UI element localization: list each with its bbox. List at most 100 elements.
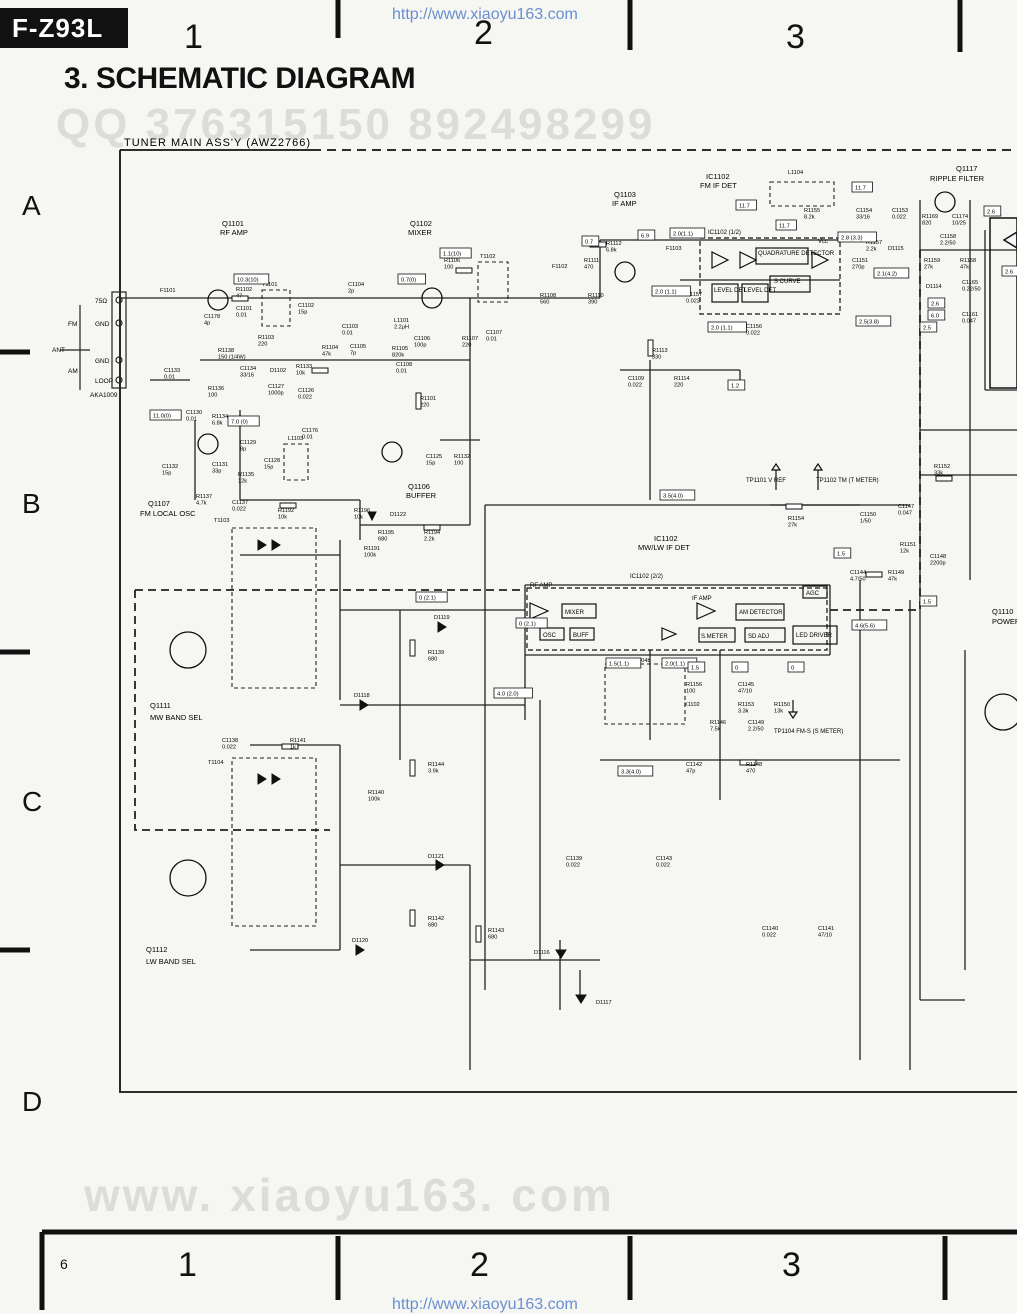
component-value-label: 15p [298,310,307,316]
component-ref-label: R1196 [354,508,370,514]
component-value-label: 8.2k [804,215,815,221]
component-value-label: 3.9k [428,769,439,775]
component-ref-label: C1134 [240,366,256,372]
row-label-b: B [22,488,41,519]
component-ref-label: R1195 [378,530,394,536]
component-value-label: 820k [392,353,404,359]
svg-text:RF AMP: RF AMP [220,228,248,237]
component-value-label: 0.01 [486,337,497,343]
component-value-label: 2.2μH [394,325,409,331]
component-value-label: 100p [414,343,426,349]
row-label-d: D [22,1086,43,1117]
svg-text:AM: AM [68,368,78,375]
component-value-label: 0.01 [186,417,197,423]
component-value-label: 0.022 [566,863,580,869]
component-value-label: 100 [444,265,453,271]
component-ref-label: R1132 [454,454,470,460]
voltage-flag-box [927,297,946,309]
component-ref-label: C1105 [350,344,366,350]
component-value-label: 270p [852,265,864,271]
component-value-label: 0.022 [686,299,700,305]
component-ref-label: C1129 [240,440,256,446]
component-value-label: 27k [788,523,797,529]
component-ref-label: R1157 [866,240,882,246]
url-bottom[interactable]: http://www.xiaoyu163.com [392,1296,578,1313]
svg-text:FM: FM [68,321,77,328]
component-ref-label: R1111 [584,258,599,264]
component-ref-label: C1108 [396,362,412,368]
component-ref-label: R1152 [934,464,950,470]
voltage-flag-box [637,229,656,241]
component-value-label: 47 [236,294,242,300]
component-value-label: 0.01 [342,331,353,337]
svg-text:Q1117: Q1117 [956,164,977,173]
component-value-label: 12k [900,549,909,555]
voltage-flag-box [659,489,696,501]
svg-text:AKA1009: AKA1009 [90,392,118,399]
column-label-2: 2 [474,14,493,52]
voltage-flag-text: 2.6 [931,302,939,308]
component-value-label: 15p [162,471,171,477]
svg-text:LW BAND SEL: LW BAND SEL [146,957,196,966]
component-ref-label: D1119 [434,615,450,621]
voltage-flag-box [149,409,182,421]
voltage-flag-text: 1.2 [731,384,739,390]
component-value-label: 3.3k [738,709,749,715]
component-ref-label: C1157 [686,292,702,298]
component-value-label: 10k [354,515,363,521]
svg-text:BUFFER: BUFFER [406,491,437,500]
row-label-c: C [22,786,43,817]
ic-blocks [526,237,841,651]
band-switch-bus [134,250,921,831]
svg-text:MW/LW IF DET: MW/LW IF DET [638,543,690,552]
component-ref-label: D1118 [354,693,370,699]
transistors [169,191,1017,897]
svg-text:IF AMP: IF AMP [612,199,637,208]
component-ref-label: R1110 [588,293,604,299]
svg-text:FM LOCAL OSC: FM LOCAL OSC [140,509,196,518]
component-value-label: 13k [774,709,783,715]
component-ref-label: C1143 [656,856,672,862]
component-ref-label: R1104 [322,345,338,351]
component-ref-label: R1192 [278,508,294,514]
component-ref-label: C1103 [342,324,358,330]
component-ref-label: C1104 [348,282,364,288]
component-ref-label: D1120 [352,938,368,944]
svg-text:BUFF: BUFF [573,633,589,639]
component-value-label: 560 [540,300,549,306]
component-value-label: 470 [584,265,593,271]
component-ref-label: R1106 [444,258,460,264]
component-value-label: 1/50 [860,519,871,525]
component-value-label: 0.047 [962,319,976,325]
svg-text:Q1107: Q1107 [148,499,170,508]
voltage-flag-box [731,661,749,673]
voltage-flag-box [851,619,888,631]
voltage-flag-text: 3.3(4.0) [621,770,641,776]
watermark-site: www. xiaoyu163. com [84,1169,615,1221]
component-value-label: 100 [208,393,217,399]
component-value-label: 2200p [930,561,946,567]
url-top[interactable]: http://www.xiaoyu163.com [392,6,578,23]
voltage-flag-text: 6.0 [931,314,939,320]
ic-block-labels: QUADRATURE DETECTOR S CURVE LEVEL DET LE… [530,230,835,640]
component-value-label: 0.022 [892,215,906,221]
component-ref-label: C1137 [232,500,248,506]
component-ref-label: R1103 [258,335,274,341]
component-ref-label: C1102 [298,303,314,309]
component-value-label: 4.7k [196,501,207,507]
voltage-flag-text: 0 (2.1) [419,596,436,602]
component-ref-label: C1154 [856,208,872,214]
component-value-label: 330 [652,355,661,361]
component-value-label: 220 [258,342,267,348]
column-label-3-bottom: 3 [782,1246,801,1284]
component-ref-label: F1103 [666,246,681,252]
watermark-qq: QQ 376315150 892498299 [56,100,656,149]
model-badge: F-Z93L [0,8,128,48]
voltage-flag-box [687,661,706,673]
diodes [257,511,587,1004]
rf-transformers [231,181,835,927]
component-ref-label: T1104 [208,760,223,766]
voltage-flag-text: 0 (2.1) [519,622,536,628]
svg-text:GND: GND [95,321,110,328]
component-ref-label: C1126 [298,388,314,394]
